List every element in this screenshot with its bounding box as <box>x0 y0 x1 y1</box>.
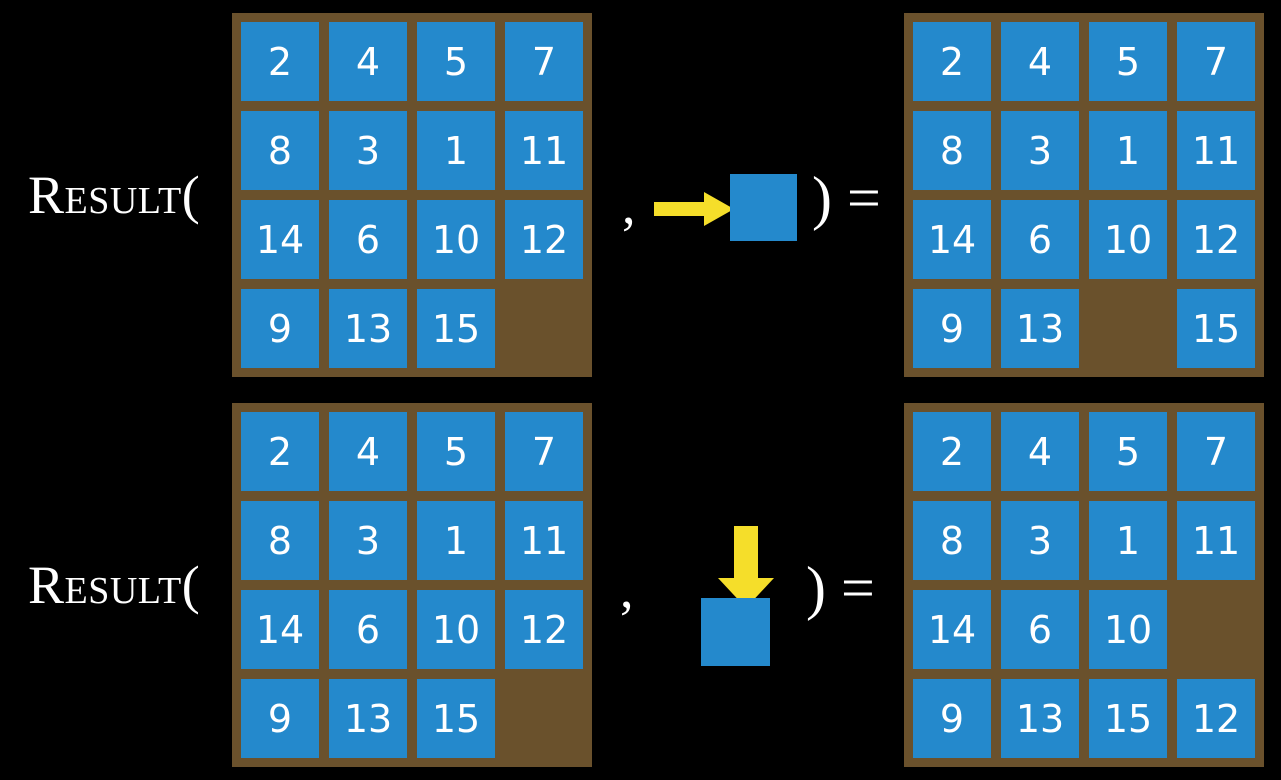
output-grid-row-1: 2 4 5 7 8 3 1 11 14 6 10 12 9 13 15 <box>913 22 1255 368</box>
close-paren-equals-row-1: ) = <box>812 165 881 231</box>
move-operand-row-1 <box>650 168 810 250</box>
argument-separator-comma-row-2: , <box>620 559 634 619</box>
tile[interactable]: 11 <box>505 111 583 190</box>
arrow-right-icon <box>654 192 734 226</box>
tile[interactable]: 14 <box>241 590 319 669</box>
tile[interactable]: 2 <box>913 412 991 491</box>
tile[interactable]: 4 <box>329 22 407 101</box>
tile[interactable]: 8 <box>241 111 319 190</box>
tile[interactable]: 3 <box>1001 501 1079 580</box>
tile[interactable]: 7 <box>505 412 583 491</box>
tile[interactable]: 10 <box>1089 200 1167 279</box>
tile[interactable]: 11 <box>1177 501 1255 580</box>
empty-slot[interactable] <box>1177 590 1255 669</box>
tile[interactable]: 9 <box>913 289 991 368</box>
tile[interactable]: 6 <box>1001 200 1079 279</box>
tile[interactable]: 14 <box>913 590 991 669</box>
result-label-row-1: Result( <box>28 165 201 225</box>
input-grid-row-2: 2 4 5 7 8 3 1 11 14 6 10 12 9 13 15 <box>241 412 583 758</box>
tile[interactable]: 5 <box>417 22 495 101</box>
argument-separator-comma-row-1: , <box>622 175 636 235</box>
tile[interactable]: 3 <box>329 111 407 190</box>
tile[interactable]: 5 <box>417 412 495 491</box>
tile[interactable]: 4 <box>1001 22 1079 101</box>
output-board-row-2: 2 4 5 7 8 3 1 11 14 6 10 9 13 15 12 <box>904 403 1264 767</box>
tile[interactable]: 13 <box>329 289 407 368</box>
tile[interactable]: 12 <box>505 590 583 669</box>
tile[interactable]: 9 <box>241 679 319 758</box>
move-operand-row-2 <box>690 508 800 668</box>
tile[interactable]: 6 <box>329 200 407 279</box>
tile[interactable]: 8 <box>913 111 991 190</box>
tile[interactable]: 6 <box>1001 590 1079 669</box>
output-board-row-1: 2 4 5 7 8 3 1 11 14 6 10 12 9 13 15 <box>904 13 1264 377</box>
empty-slot[interactable] <box>505 679 583 758</box>
tile[interactable]: 8 <box>913 501 991 580</box>
input-board-row-1: 2 4 5 7 8 3 1 11 14 6 10 12 9 13 15 <box>232 13 592 377</box>
tile[interactable]: 14 <box>241 200 319 279</box>
tile[interactable]: 11 <box>505 501 583 580</box>
tile[interactable]: 3 <box>329 501 407 580</box>
tile[interactable]: 9 <box>913 679 991 758</box>
tile[interactable]: 7 <box>1177 22 1255 101</box>
tile[interactable]: 1 <box>1089 111 1167 190</box>
empty-slot[interactable] <box>505 289 583 368</box>
tile[interactable]: 15 <box>417 679 495 758</box>
tile[interactable]: 6 <box>329 590 407 669</box>
arrow-down-icon <box>718 526 774 608</box>
tile[interactable]: 13 <box>1001 289 1079 368</box>
output-grid-row-2: 2 4 5 7 8 3 1 11 14 6 10 9 13 15 12 <box>913 412 1255 758</box>
result-label-row-2: Result( <box>28 555 201 615</box>
tile[interactable]: 3 <box>1001 111 1079 190</box>
tile[interactable]: 4 <box>1001 412 1079 491</box>
tile[interactable]: 1 <box>417 501 495 580</box>
equation-row-2: Result( 2 4 5 7 8 3 1 11 14 6 10 12 9 13… <box>0 390 1281 780</box>
tile[interactable]: 14 <box>913 200 991 279</box>
tile[interactable]: 4 <box>329 412 407 491</box>
moving-tile-row-1[interactable] <box>730 174 797 241</box>
tile[interactable]: 1 <box>417 111 495 190</box>
tile[interactable]: 7 <box>505 22 583 101</box>
tile[interactable]: 10 <box>417 590 495 669</box>
tile[interactable]: 2 <box>241 22 319 101</box>
tile[interactable]: 10 <box>417 200 495 279</box>
tile[interactable]: 1 <box>1089 501 1167 580</box>
tile[interactable]: 13 <box>1001 679 1079 758</box>
moving-tile-row-2[interactable] <box>701 598 770 666</box>
tile[interactable]: 10 <box>1089 590 1167 669</box>
tile[interactable]: 13 <box>329 679 407 758</box>
equation-row-1: Result( 2 4 5 7 8 3 1 11 14 6 10 12 9 13… <box>28 13 1264 377</box>
tile[interactable]: 12 <box>1177 679 1255 758</box>
tile[interactable]: 8 <box>241 501 319 580</box>
input-board-row-2: 2 4 5 7 8 3 1 11 14 6 10 12 9 13 15 <box>232 403 592 767</box>
tile[interactable]: 15 <box>1177 289 1255 368</box>
tile[interactable]: 2 <box>913 22 991 101</box>
tile[interactable]: 2 <box>241 412 319 491</box>
tile[interactable]: 11 <box>1177 111 1255 190</box>
tile[interactable]: 15 <box>1089 679 1167 758</box>
close-paren-equals-row-2: ) = <box>806 555 875 621</box>
input-grid-row-1: 2 4 5 7 8 3 1 11 14 6 10 12 9 13 15 <box>241 22 583 368</box>
empty-slot[interactable] <box>1089 289 1167 368</box>
tile[interactable]: 7 <box>1177 412 1255 491</box>
tile[interactable]: 5 <box>1089 22 1167 101</box>
tile[interactable]: 9 <box>241 289 319 368</box>
tile[interactable]: 12 <box>505 200 583 279</box>
tile[interactable]: 15 <box>417 289 495 368</box>
tile[interactable]: 12 <box>1177 200 1255 279</box>
tile[interactable]: 5 <box>1089 412 1167 491</box>
